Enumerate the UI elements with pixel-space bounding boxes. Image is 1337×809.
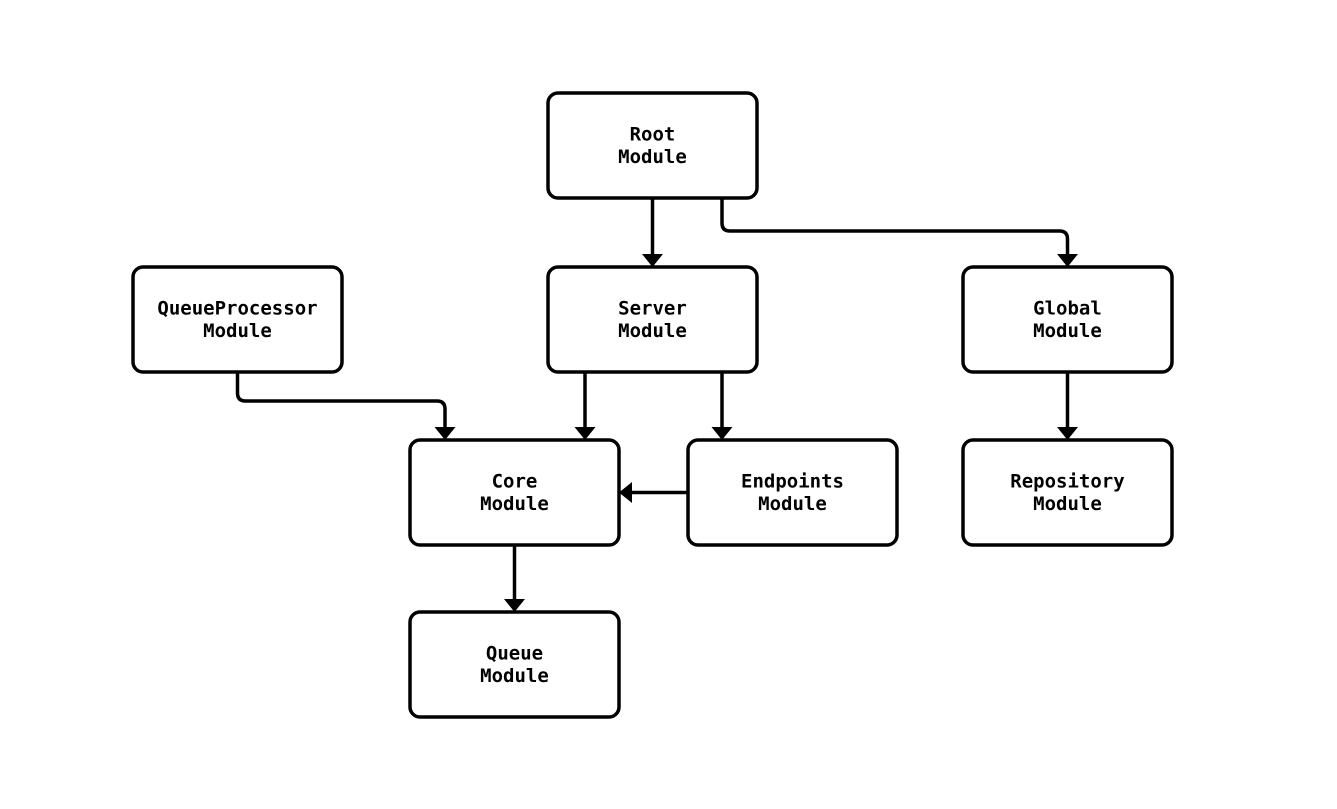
node-queue-box — [408, 610, 621, 719]
edge-queueprocessor-to-core — [235, 372, 447, 429]
arrowhead-endpoints-to-core — [619, 482, 632, 503]
arrowhead-server-to-core — [574, 427, 596, 440]
arrowhead-root-to-global — [1057, 254, 1078, 267]
arrowhead-global-to-repository — [1057, 427, 1078, 440]
node-repository-label-line-1: Repository — [1010, 470, 1124, 492]
nodes-layer: RootModuleQueueProcessorModuleServerModu… — [131, 91, 1174, 719]
arrowhead-server-to-endpoints — [711, 427, 733, 440]
node-root-label-line-1: Root — [630, 123, 676, 145]
node-queue-label-line-1: Queue — [486, 642, 543, 664]
node-root-label-line-2: Module — [618, 146, 687, 168]
node-server-label-line-2: Module — [618, 320, 687, 342]
node-endpoints-label-line-1: Endpoints — [741, 470, 844, 492]
node-endpoints-box — [686, 438, 899, 547]
node-core-box — [408, 438, 621, 547]
node-queue-label-line-2: Module — [480, 665, 549, 687]
node-queueprocessor-label-line-1: QueueProcessor — [157, 297, 317, 319]
arrowhead-core-to-queue — [504, 599, 525, 612]
arrowhead-root-to-server — [642, 254, 663, 267]
node-queueprocessor-label-line-2: Module — [203, 320, 272, 342]
node-queueprocessor-box — [131, 265, 344, 374]
edges-layer — [235, 198, 1078, 612]
node-endpoints-label-line-2: Module — [758, 493, 827, 515]
node-server-label-line-1: Server — [618, 297, 687, 319]
node-global-label-line-2: Module — [1033, 320, 1102, 342]
edge-root-to-global — [720, 198, 1070, 256]
node-global-label-line-1: Global — [1033, 297, 1102, 319]
node-server-box — [546, 265, 759, 374]
node-root-box — [546, 91, 759, 200]
node-core-label-line-2: Module — [480, 493, 549, 515]
node-repository-label-line-2: Module — [1033, 493, 1102, 515]
node-global-box — [961, 265, 1174, 374]
arrowhead-queueprocessor-to-core — [434, 427, 456, 440]
node-core-label-line-1: Core — [492, 470, 538, 492]
node-repository-box — [961, 438, 1174, 547]
